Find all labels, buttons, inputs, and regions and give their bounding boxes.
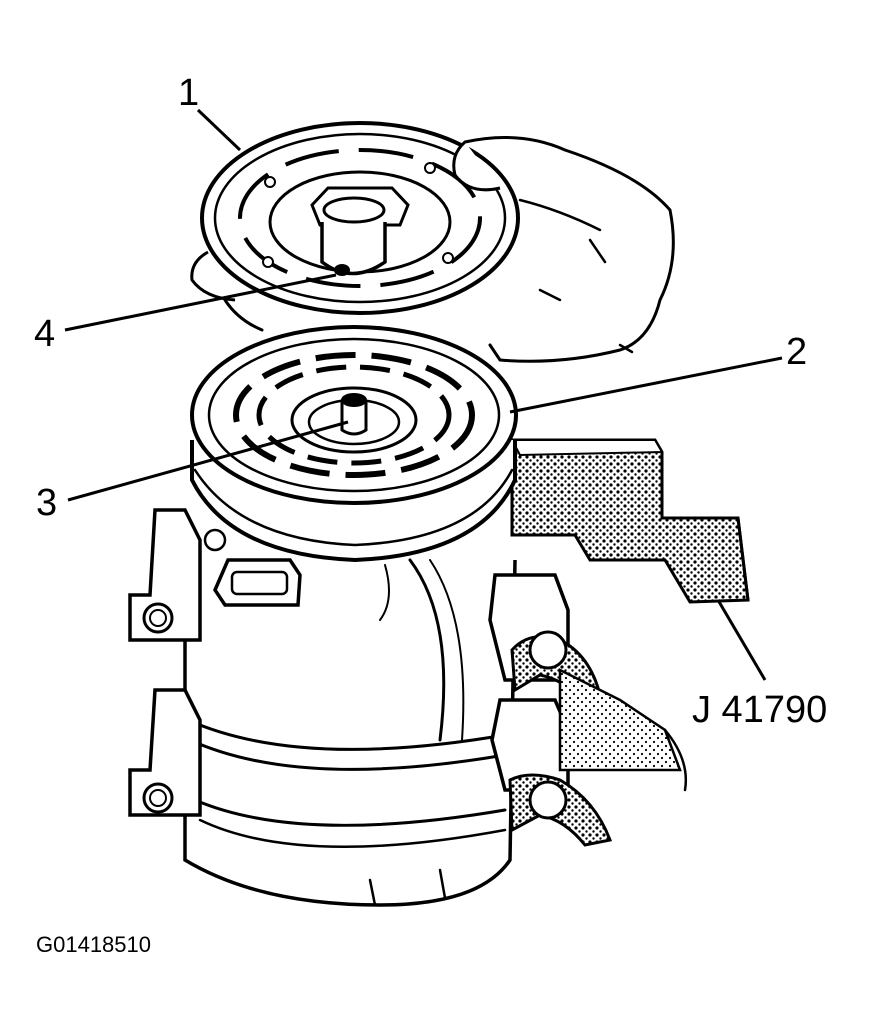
leader-line-4 xyxy=(64,273,337,332)
electrical-connector xyxy=(203,528,302,607)
clutch-rotor-pulley xyxy=(190,325,518,563)
leader-line-tool xyxy=(716,599,767,681)
technician-hands xyxy=(190,136,675,363)
mounting-ears-left xyxy=(128,508,202,817)
tool-label-j41790: J 41790 xyxy=(692,689,827,731)
callout-1: 1 xyxy=(178,72,199,114)
callout-4: 4 xyxy=(34,313,55,355)
figure-id: G01418510 xyxy=(36,932,151,957)
callout-3: 3 xyxy=(36,482,57,524)
holding-fixture-j41790 xyxy=(510,438,750,604)
leader-line-3 xyxy=(67,420,349,502)
clutch-plate-hub xyxy=(200,121,520,315)
leader-line-2 xyxy=(509,356,783,414)
leader-lines xyxy=(64,108,783,681)
callout-2: 2 xyxy=(786,331,807,373)
mounting-ears-right xyxy=(488,573,687,847)
leader-line-1 xyxy=(196,108,242,152)
compressor-body xyxy=(183,540,517,907)
